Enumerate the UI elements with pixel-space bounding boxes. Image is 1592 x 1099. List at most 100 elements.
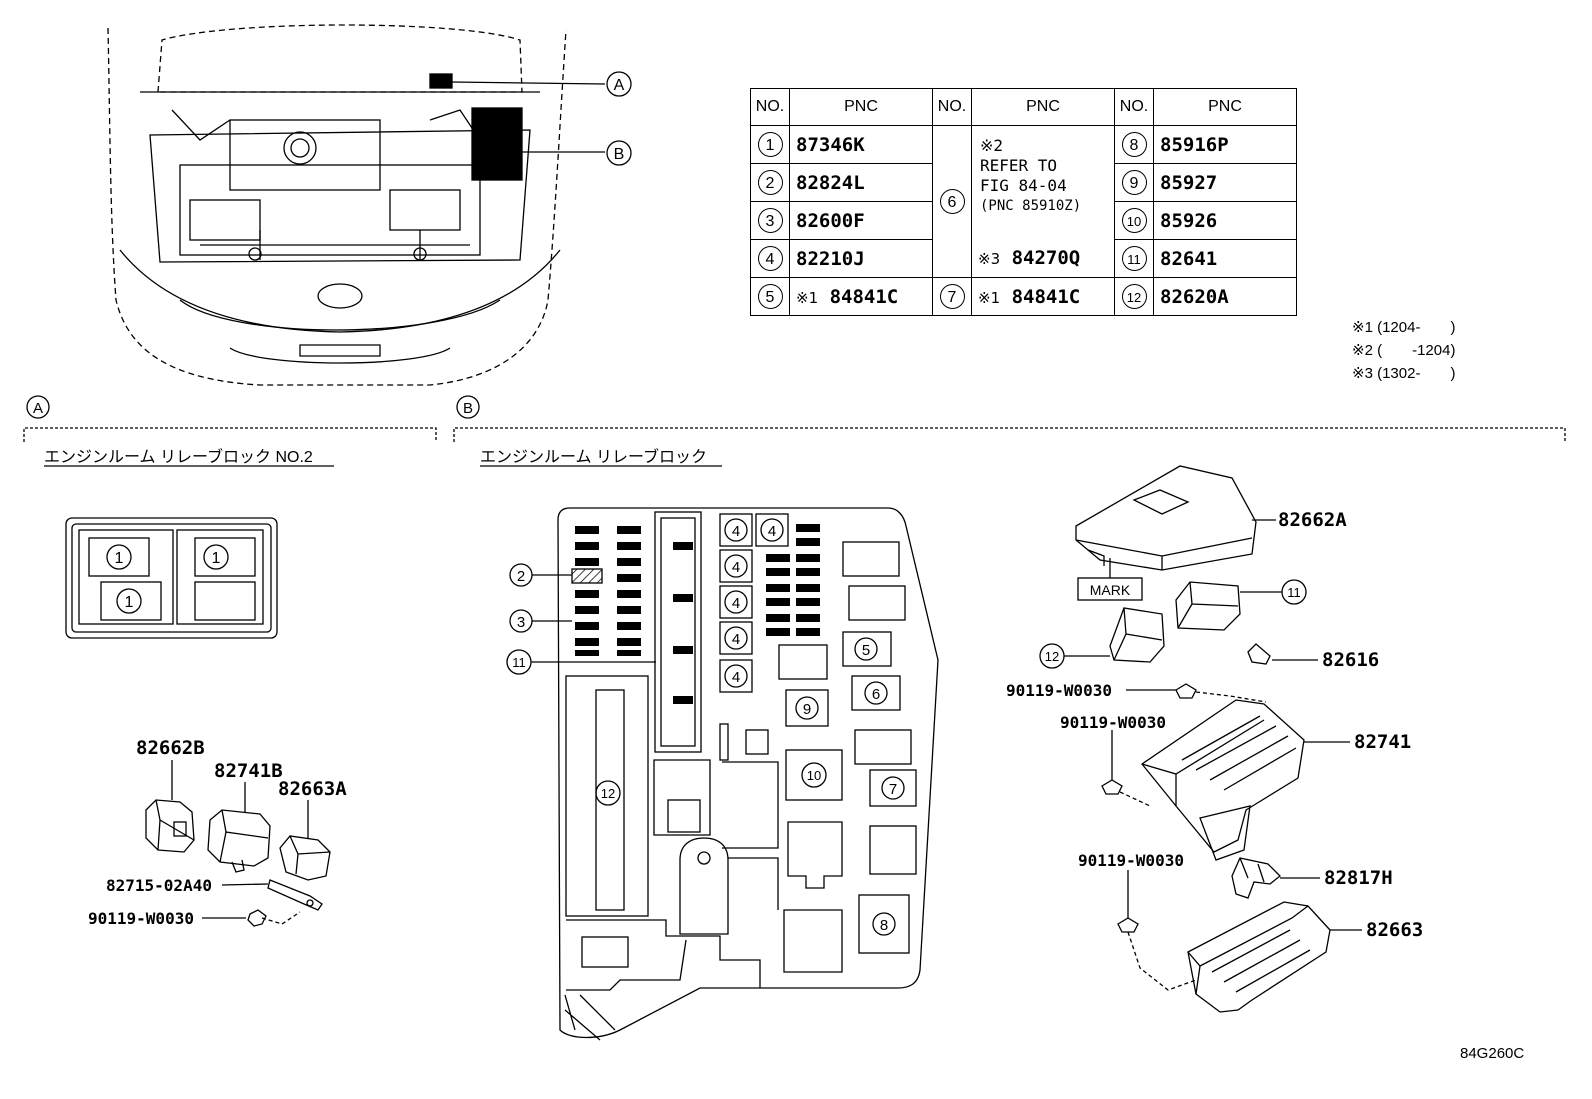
item-number: 8 — [1121, 132, 1147, 157]
svg-text:1: 1 — [125, 594, 134, 611]
header-no-1: NO. — [750, 88, 790, 126]
block-label-2: 2 — [509, 563, 533, 587]
svg-text:6: 6 — [872, 686, 880, 703]
item-number: 11 — [1121, 246, 1147, 271]
header-pnc-1: PNC — [789, 88, 933, 126]
footnote: ※3 (1302- ) — [1352, 365, 1456, 382]
item-number: 9 — [1121, 170, 1147, 195]
block-label-12: 12 — [595, 780, 621, 806]
svg-text:3: 3 — [517, 614, 525, 631]
svg-text:5: 5 — [862, 642, 870, 659]
part-number-90119-w0030: 90119-W0030 — [1006, 681, 1112, 700]
block-label-4: 4 — [760, 518, 784, 542]
footnotes: ※1 (1204- ) ※2 ( -1204) ※3 (1302- ) — [1352, 316, 1455, 385]
relay-number-marker: 1 — [106, 544, 132, 570]
item-number: 7 — [939, 284, 965, 309]
block-label-4: 4 — [724, 554, 748, 578]
pnc-value: 85916P — [1153, 125, 1297, 164]
block-label-9: 9 — [795, 696, 819, 720]
callout-12-marker: 12 — [1039, 643, 1065, 669]
svg-text:4: 4 — [732, 669, 740, 686]
item-number: 3 — [757, 208, 783, 233]
callout-b-marker: B — [606, 140, 632, 166]
pnc-table: NO. PNC NO. PNC NO. PNC 1 87346K 6 ※2 RE… — [750, 88, 1297, 316]
item-number: 1 — [757, 132, 783, 157]
svg-text:4: 4 — [732, 631, 740, 648]
header-pnc-3: PNC — [1153, 88, 1297, 126]
footnote: ※2 ( -1204) — [1352, 342, 1456, 359]
mark-label: MARK — [1090, 582, 1131, 598]
block-label-5: 5 — [854, 637, 878, 661]
block-label-6: 6 — [864, 681, 888, 705]
part-number-90119-w0030: 90119-W0030 — [1078, 851, 1184, 870]
item-number: 12 — [1121, 284, 1147, 309]
section-b-title: エンジンルーム リレーブロック — [480, 447, 707, 466]
block-label-4: 4 — [724, 518, 748, 542]
part-number-82662a: 82662A — [1278, 509, 1347, 531]
item-number: 6 — [939, 189, 965, 214]
clip-82616-illustration — [1247, 643, 1271, 665]
svg-text:12: 12 — [1045, 649, 1059, 664]
pnc-refer-note: ※2 REFER TO FIG 84-04 (PNC 85910Z) — [971, 125, 1115, 240]
bolt-icon — [1101, 779, 1151, 807]
pnc-value: 85927 — [1153, 163, 1297, 202]
callout-a-marker: A — [606, 71, 632, 97]
callout-11-marker: 11 — [1281, 579, 1307, 605]
relay-block-main — [557, 507, 939, 1041]
part-82741b-illustration — [207, 809, 271, 873]
section-a-marker: A — [26, 395, 50, 419]
relay-block-no2 — [65, 517, 278, 639]
pnc-value: ※1 84841C — [971, 277, 1115, 316]
block-label-3: 3 — [509, 609, 533, 633]
relay-number-marker: 1 — [116, 588, 142, 614]
block-label-4: 4 — [724, 664, 748, 688]
section-b-marker: B — [456, 395, 480, 419]
relay-11-illustration — [1175, 581, 1241, 631]
bolt-icon — [1117, 917, 1197, 991]
header-pnc-2: PNC — [971, 88, 1115, 126]
part-number-82741b: 82741B — [214, 760, 283, 782]
part-number-82663a: 82663A — [278, 778, 347, 800]
part-number-90119-w0030: 90119-W0030 — [88, 909, 194, 928]
lower-case-82663-illustration — [1187, 901, 1331, 1013]
relay-12-illustration — [1109, 607, 1165, 663]
part-number-90119-w0030: 90119-W0030 — [1060, 713, 1166, 732]
bolt-icon — [1175, 683, 1267, 703]
svg-text:10: 10 — [807, 768, 821, 783]
bolt-icon — [247, 909, 301, 927]
item-number: 4 — [757, 246, 783, 271]
part-number-82663: 82663 — [1366, 919, 1423, 941]
block-label-4: 4 — [724, 590, 748, 614]
part-number-82741: 82741 — [1354, 731, 1411, 753]
cover-82662a-illustration — [1075, 465, 1257, 571]
part-82662b-illustration — [145, 799, 195, 853]
part-82663a-illustration — [279, 835, 331, 881]
svg-text:12: 12 — [601, 786, 615, 801]
car-overview-illustration — [107, 24, 567, 386]
svg-text:1: 1 — [212, 550, 221, 567]
figure-id: 84G260C — [1460, 1045, 1524, 1062]
leader-line — [451, 81, 606, 85]
relay-box-82741-illustration — [1141, 699, 1305, 861]
footnote: ※1 (1204- ) — [1352, 319, 1456, 336]
svg-text:11: 11 — [512, 655, 526, 670]
mark-label-box — [1077, 577, 1143, 601]
svg-text:9: 9 — [803, 701, 811, 718]
pnc-value: 82620A — [1153, 277, 1297, 316]
part-number-82817h: 82817H — [1324, 867, 1393, 889]
svg-text:4: 4 — [732, 595, 740, 612]
bracket-82817h-illustration — [1231, 857, 1281, 899]
svg-text:B: B — [614, 146, 625, 163]
section-a-title: エンジンルーム リレーブロック NO.2 — [44, 447, 313, 466]
block-label-4: 4 — [724, 626, 748, 650]
relay-number-marker: 1 — [203, 544, 229, 570]
bracket-82715-illustration — [267, 879, 323, 911]
svg-text:8: 8 — [880, 917, 888, 934]
block-label-7: 7 — [881, 776, 905, 800]
svg-text:4: 4 — [768, 523, 776, 540]
pnc-value: 82600F — [789, 201, 933, 240]
pnc-value: 82641 — [1153, 239, 1297, 278]
block-label-8: 8 — [872, 912, 896, 936]
svg-text:11: 11 — [1287, 585, 1301, 600]
